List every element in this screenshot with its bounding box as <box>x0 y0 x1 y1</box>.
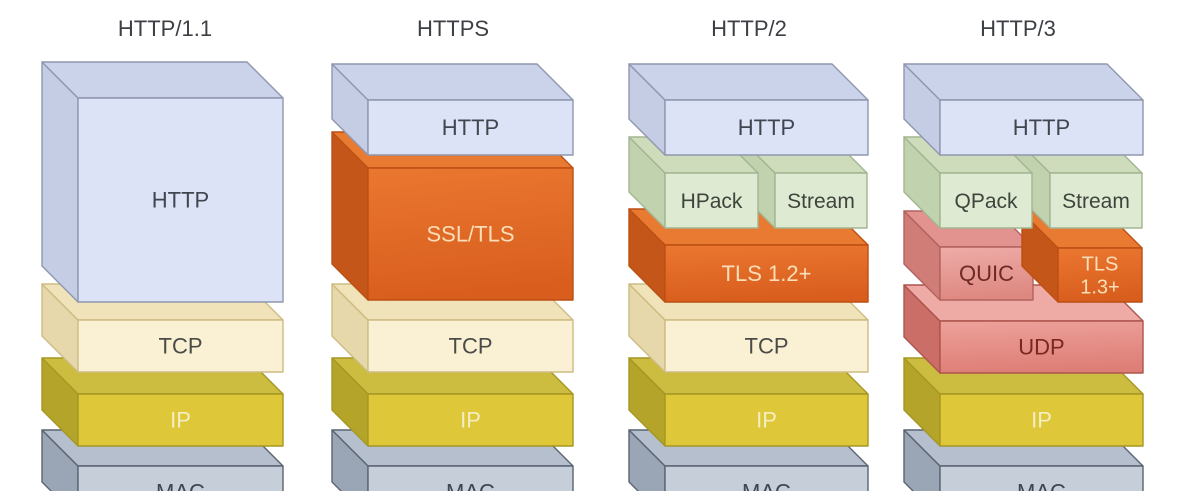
box-face <box>664 465 869 491</box>
box-label: Stream <box>1062 190 1130 213</box>
box-face <box>1057 247 1143 303</box>
box-face <box>939 465 1144 491</box>
box-face <box>664 244 869 303</box>
box-label: IP <box>756 408 777 433</box>
box-face <box>939 172 1033 229</box>
box-label: UDP <box>1018 335 1064 360</box>
box-face <box>77 393 284 447</box>
box-face <box>903 63 1144 101</box>
box-face <box>664 172 759 229</box>
box-face <box>77 319 284 373</box>
box-face <box>41 61 79 303</box>
column-https: MAC IP TCP SSL/TLS HTTP HTTPS <box>331 16 574 491</box>
column-title: HTTP/3 <box>980 16 1056 41</box>
box-face <box>628 63 869 101</box>
box-label: TLS <box>1082 254 1119 276</box>
box-face <box>77 97 284 303</box>
box-face <box>664 393 869 447</box>
box-label: HTTP <box>1013 115 1070 140</box>
box-label: QPack <box>954 190 1018 213</box>
box-http1-http: HTTP <box>41 61 284 303</box>
box-face <box>367 465 574 491</box>
column-title: HTTPS <box>417 16 489 41</box>
box-label: HPack <box>681 190 743 213</box>
box-label: Stream <box>787 190 855 213</box>
box-label: MAC <box>742 480 791 491</box>
column-title: HTTP/2 <box>711 16 787 41</box>
box-https-http: HTTP <box>331 63 574 156</box>
box-label: IP <box>170 408 191 433</box>
box-label: IP <box>460 408 481 433</box>
box-face <box>367 99 574 156</box>
box-face <box>939 246 1034 301</box>
box-face <box>367 167 574 301</box>
box-label: 1.3+ <box>1080 277 1119 299</box>
box-face <box>367 393 574 447</box>
box-label: IP <box>1031 408 1052 433</box>
column-title: HTTP/1.1 <box>118 16 212 41</box>
box-label: HTTP <box>442 115 499 140</box>
box-label: SSL/TLS <box>426 222 514 247</box>
box-face <box>1049 172 1143 229</box>
box-label: TCP <box>449 334 493 359</box>
box-face <box>664 99 869 156</box>
box-label: TLS 1.2+ <box>722 261 812 286</box>
box-face <box>939 99 1144 156</box>
box-label: HTTP <box>152 188 209 213</box>
box-face <box>664 319 869 373</box>
box-label: MAC <box>1017 480 1066 491</box>
box-label: MAC <box>446 480 495 491</box>
box-face <box>331 63 574 101</box>
box-face <box>77 465 284 491</box>
box-label: MAC <box>156 480 205 491</box>
box-https-ssl: SSL/TLS <box>331 131 574 301</box>
box-face <box>367 319 574 373</box>
column-http-1-1: MAC IP TCP HTTP HTTP/1.1 <box>41 16 284 491</box>
box-label: TCP <box>159 334 203 359</box>
box-label: QUIC <box>959 261 1014 286</box>
box-http2-http: HTTP <box>628 63 869 156</box>
column-http-2: MAC IP TCP TLS 1.2+ Stream HPack HTTP HTTP/2 <box>628 16 869 491</box>
box-face <box>939 393 1144 447</box>
box-face <box>939 320 1144 374</box>
box-label: TCP <box>745 334 789 359</box>
box-face <box>774 172 868 229</box>
box-label: HTTP <box>738 115 795 140</box>
box-http3-http: HTTP <box>903 63 1144 156</box>
box-face <box>41 61 284 99</box>
